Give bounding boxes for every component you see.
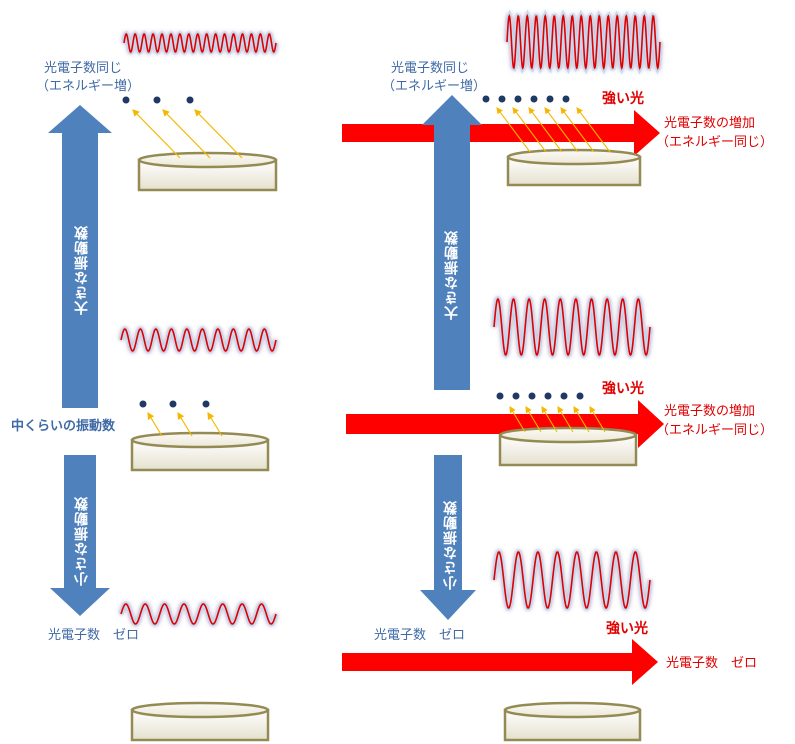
left-arrow-down-label: 小さな振動数 [74, 496, 90, 586]
left-top-note-line1: 光電子数同じ [44, 61, 123, 76]
metal-plate [503, 701, 642, 742]
metal-plate [498, 426, 638, 467]
metal-plate [137, 151, 278, 192]
right-top-note-line2: （エネルギー増） [382, 79, 487, 94]
electrons [496, 392, 584, 400]
right-bottom-note: 光電子数 ゼロ [374, 628, 466, 643]
right-arrow-down-label: 小さな振動数 [443, 500, 459, 590]
electron-emission-arrows [132, 109, 243, 159]
strong-light-arrow-3 [342, 639, 658, 685]
left-top-note-line2: （エネルギー増） [36, 79, 141, 94]
metal-plate [506, 148, 642, 187]
result-1-line1: 光電子数の増加 [664, 116, 756, 131]
electrons [139, 400, 210, 408]
strong-light-label-2: 強い光 [602, 381, 644, 397]
electrons [122, 96, 194, 104]
strong-light-label-1: 強い光 [602, 91, 644, 107]
left-mid-label: 中くらいの振動数 [11, 419, 116, 434]
electrons [482, 95, 570, 103]
strong-light-label-3: 強い光 [606, 621, 648, 637]
right-top-note-line1: 光電子数同じ [391, 61, 470, 76]
metal-plate [130, 431, 270, 472]
result-1-line2: （エネルギー同じ） [656, 135, 774, 150]
wave-high-frequency-strong [504, 9, 663, 75]
strong-light-arrow-1 [342, 110, 660, 156]
left-arrow-up-label: 大きな振動数 [74, 225, 90, 315]
strong-light-arrow-2 [346, 400, 664, 448]
right-up-arrow [422, 95, 482, 390]
right-arrow-up-label: 大きな振動数 [444, 230, 460, 320]
result-3: 光電子数 ゼロ [666, 656, 758, 671]
metal-plate [130, 701, 270, 742]
wave-low-frequency-strong [491, 549, 653, 611]
electron-emission-arrows [509, 406, 606, 433]
right-down-arrow [420, 455, 476, 620]
result-2-line2: （エネルギー同じ） [656, 423, 774, 438]
electron-emission-arrows [147, 411, 223, 437]
electron-emission-arrows [496, 107, 611, 153]
left-down-arrow [50, 455, 110, 616]
wave-mid-frequency-strong [491, 295, 653, 359]
left-bottom-note: 光電子数 ゼロ [48, 628, 140, 643]
wave-low-frequency [118, 601, 279, 627]
result-2-line1: 光電子数の増加 [664, 404, 756, 419]
wave-high-frequency [121, 30, 279, 56]
wave-mid-frequency [118, 326, 279, 354]
left-up-arrow [48, 105, 112, 408]
